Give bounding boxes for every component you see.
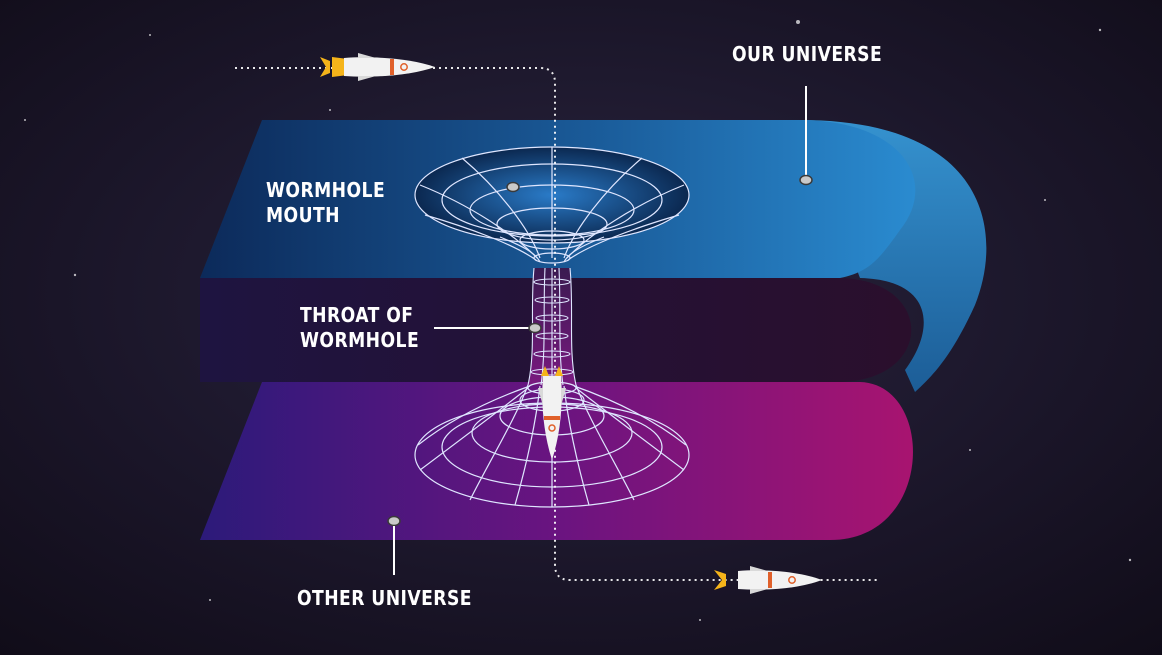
callout-our-universe [799, 86, 813, 186]
wormhole-throat [527, 267, 577, 386]
our-universe-label: OUR UNIVERSE [732, 42, 883, 66]
callout-other-universe [387, 515, 401, 575]
other-universe-sheet [200, 382, 913, 540]
throat-label-line1: THROAT OF [300, 303, 414, 327]
throat-rocket-icon [538, 366, 566, 460]
throat-label-line2: WORMHOLE [300, 328, 420, 352]
callout-throat [434, 322, 542, 334]
wormhole-mouth-grid [414, 146, 690, 264]
other-universe-label: OTHER UNIVERSE [297, 586, 472, 610]
wormhole-mouth-label-line1: WORMHOLE [266, 178, 386, 202]
wormhole-mouth-label-line2: MOUTH [266, 203, 340, 227]
callout-wormhole-mouth [506, 181, 520, 193]
star-field [24, 20, 1132, 621]
bottom-rocket-icon [714, 566, 822, 594]
top-rocket-icon [320, 53, 435, 81]
travel-path [235, 67, 880, 581]
